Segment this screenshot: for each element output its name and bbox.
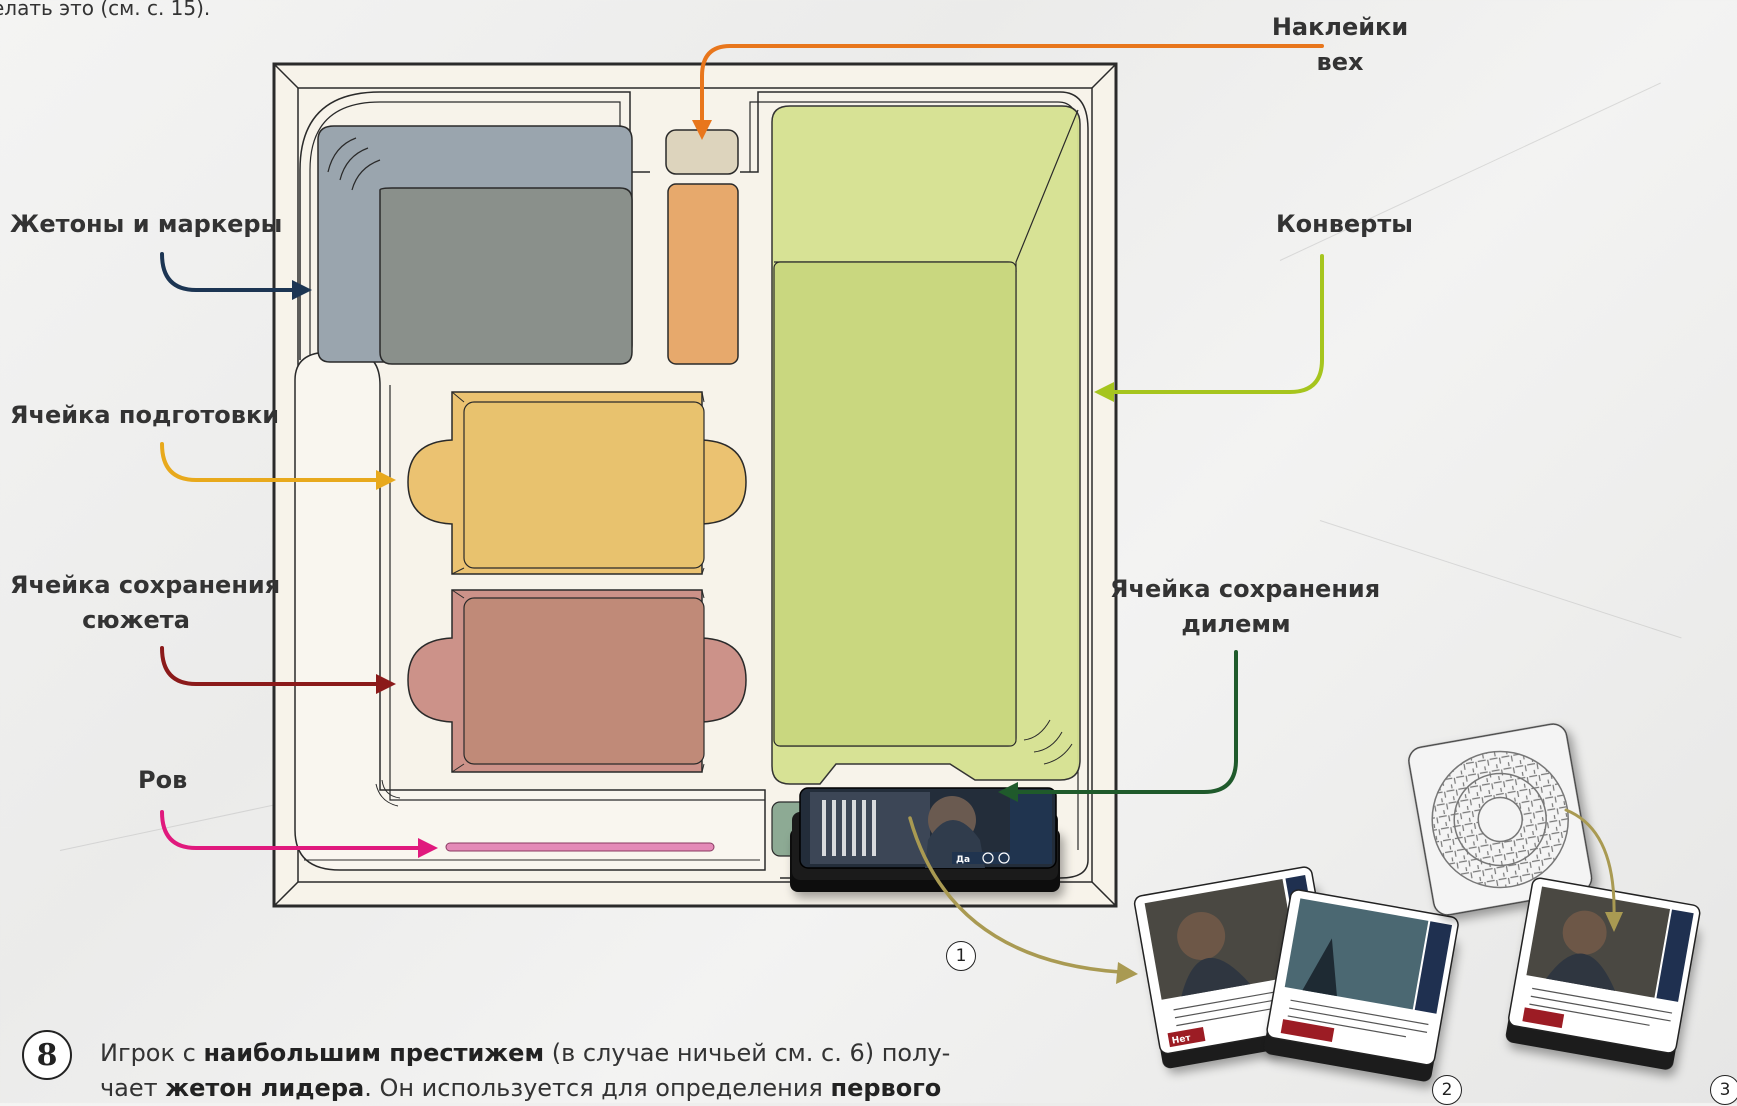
story-arrow — [160, 646, 386, 686]
bold-highest-prestige: наибольшим престижем — [203, 1039, 545, 1067]
moat-label: Ров — [138, 766, 188, 794]
tokens-label: Жетоны и маркеры — [10, 210, 283, 238]
prep-arrow — [160, 442, 386, 482]
bold-leader-token: жетон лидера — [165, 1074, 365, 1102]
envelopes-label: Конверты — [1276, 210, 1413, 238]
step-paragraph: Игрок с наибольшим престижем (в случае н… — [100, 1039, 951, 1102]
marker-two: 2 — [1432, 1075, 1462, 1105]
marker-three: 3 — [1710, 1075, 1737, 1105]
prep-cell — [407, 391, 747, 575]
bold-first: первого — [830, 1074, 942, 1102]
card-group-two: Нет — [1133, 866, 1459, 1082]
marker-one: 1 — [946, 941, 976, 971]
dilemma-arrow — [1012, 650, 1238, 794]
step-number-badge: 8 — [22, 1030, 72, 1080]
moat-slot — [445, 842, 715, 852]
envelopes-arrow — [1110, 254, 1324, 394]
orange-slot — [667, 183, 739, 365]
card-group-three — [1408, 723, 1701, 1070]
card-no-label: Нет — [1171, 1033, 1192, 1046]
envelopes-cell — [771, 105, 1081, 785]
tokens-arrow — [160, 252, 302, 292]
stickers-arrow — [700, 44, 1324, 130]
moat-arrow — [160, 810, 428, 850]
prep-cell-label: Ячейка подготовки — [10, 401, 280, 429]
maze-arrow — [1564, 808, 1616, 918]
card-pull-arrow — [908, 816, 1122, 974]
previous-paragraph-tail: елать это (см. с. 15). — [0, 0, 211, 20]
tokens-cell — [317, 125, 633, 365]
card-yes-label: Да — [956, 855, 970, 865]
story-save-cell — [407, 589, 747, 773]
